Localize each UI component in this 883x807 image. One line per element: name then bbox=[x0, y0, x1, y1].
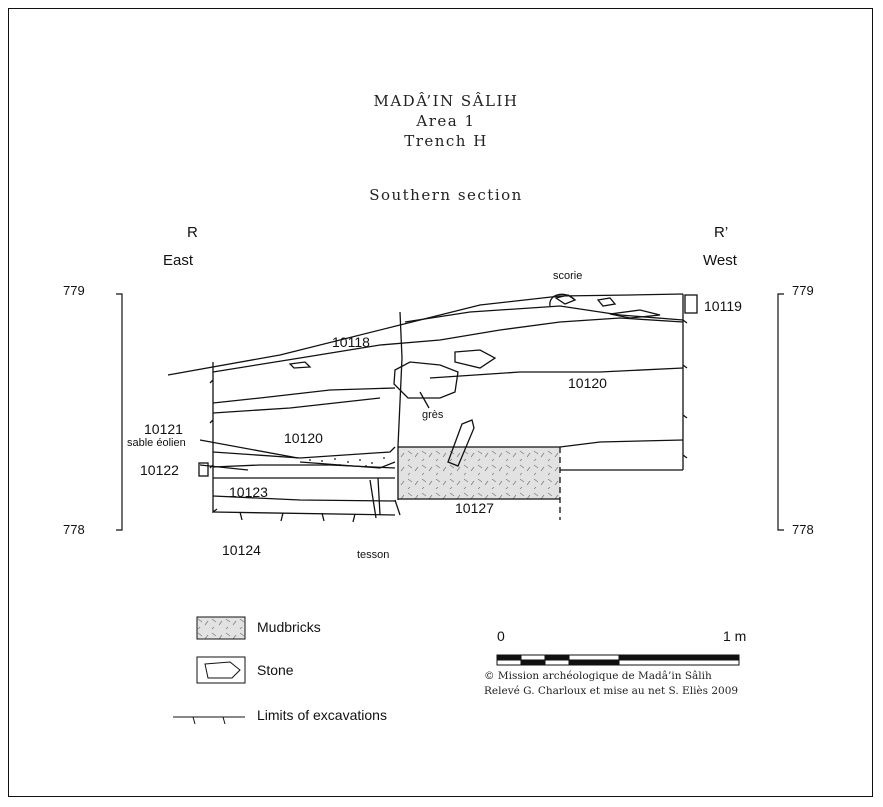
annotation-scorie: scorie bbox=[553, 270, 583, 282]
annotation-gres: grès bbox=[422, 409, 444, 421]
unit-10119: 10119 bbox=[704, 298, 742, 314]
mudbrick-area bbox=[398, 447, 560, 499]
legend-stone-label: Stone bbox=[257, 662, 294, 678]
unit-10122: 10122 bbox=[140, 462, 179, 478]
unit-10123: 10123 bbox=[229, 484, 268, 500]
annotation-tesson: tesson bbox=[357, 549, 390, 561]
unit-10127: 10127 bbox=[455, 500, 494, 516]
stone-slab bbox=[447, 419, 475, 467]
legend-stone-swatch bbox=[196, 656, 246, 684]
ground-surface bbox=[167, 293, 684, 376]
scale-start-label: 0 bbox=[497, 628, 505, 644]
point-r-label: R bbox=[187, 224, 198, 241]
unit-10118: 10118 bbox=[332, 334, 370, 350]
trench-label: Trench H bbox=[404, 132, 488, 150]
unit-10121-description: sable éolien bbox=[127, 437, 186, 449]
elevation-bottom-right: 778 bbox=[792, 522, 814, 537]
elevation-bar-right bbox=[777, 293, 784, 531]
drawing-frame bbox=[8, 8, 873, 797]
stone-gres bbox=[393, 361, 459, 399]
point-r-prime-label: R’ bbox=[714, 224, 729, 241]
elevation-bar-left bbox=[116, 293, 123, 531]
legend-limits-swatch bbox=[173, 716, 245, 725]
elevation-top-left: 779 bbox=[63, 283, 85, 298]
unit-10124: 10124 bbox=[222, 542, 261, 558]
area-label: Area 1 bbox=[416, 112, 476, 130]
left-wall bbox=[209, 362, 218, 514]
legend-mudbrick-swatch bbox=[196, 616, 246, 640]
direction-east-label: East bbox=[163, 252, 194, 269]
bottom-limit bbox=[212, 499, 401, 516]
unit-10121: 10121 bbox=[144, 421, 183, 437]
section-title: Southern section bbox=[369, 186, 523, 204]
legend-limits-label: Limits of excavations bbox=[257, 707, 387, 723]
unit-10122-box bbox=[198, 462, 209, 477]
credit-line-1: © Mission archéologique de Madâ’in Sâlih bbox=[484, 670, 712, 682]
right-wall bbox=[682, 294, 688, 470]
unit-10120-left: 10120 bbox=[284, 430, 323, 446]
unit-10119-box bbox=[684, 294, 698, 314]
site-title: MADÂ’IN SÂLIH bbox=[373, 92, 519, 110]
direction-west-label: West bbox=[703, 252, 737, 269]
elevation-top-right: 779 bbox=[792, 283, 814, 298]
scale-bar bbox=[496, 654, 740, 666]
unit-10120-right: 10120 bbox=[568, 375, 607, 391]
legend-mudbricks-label: Mudbricks bbox=[257, 619, 321, 635]
scale-end-label: 1 m bbox=[723, 628, 747, 644]
elevation-bottom-left: 778 bbox=[63, 522, 85, 537]
sand-dots bbox=[309, 457, 385, 467]
section-layers bbox=[167, 293, 698, 523]
credit-line-2: Relevé G. Charloux et mise au net S. Eli… bbox=[484, 685, 739, 697]
